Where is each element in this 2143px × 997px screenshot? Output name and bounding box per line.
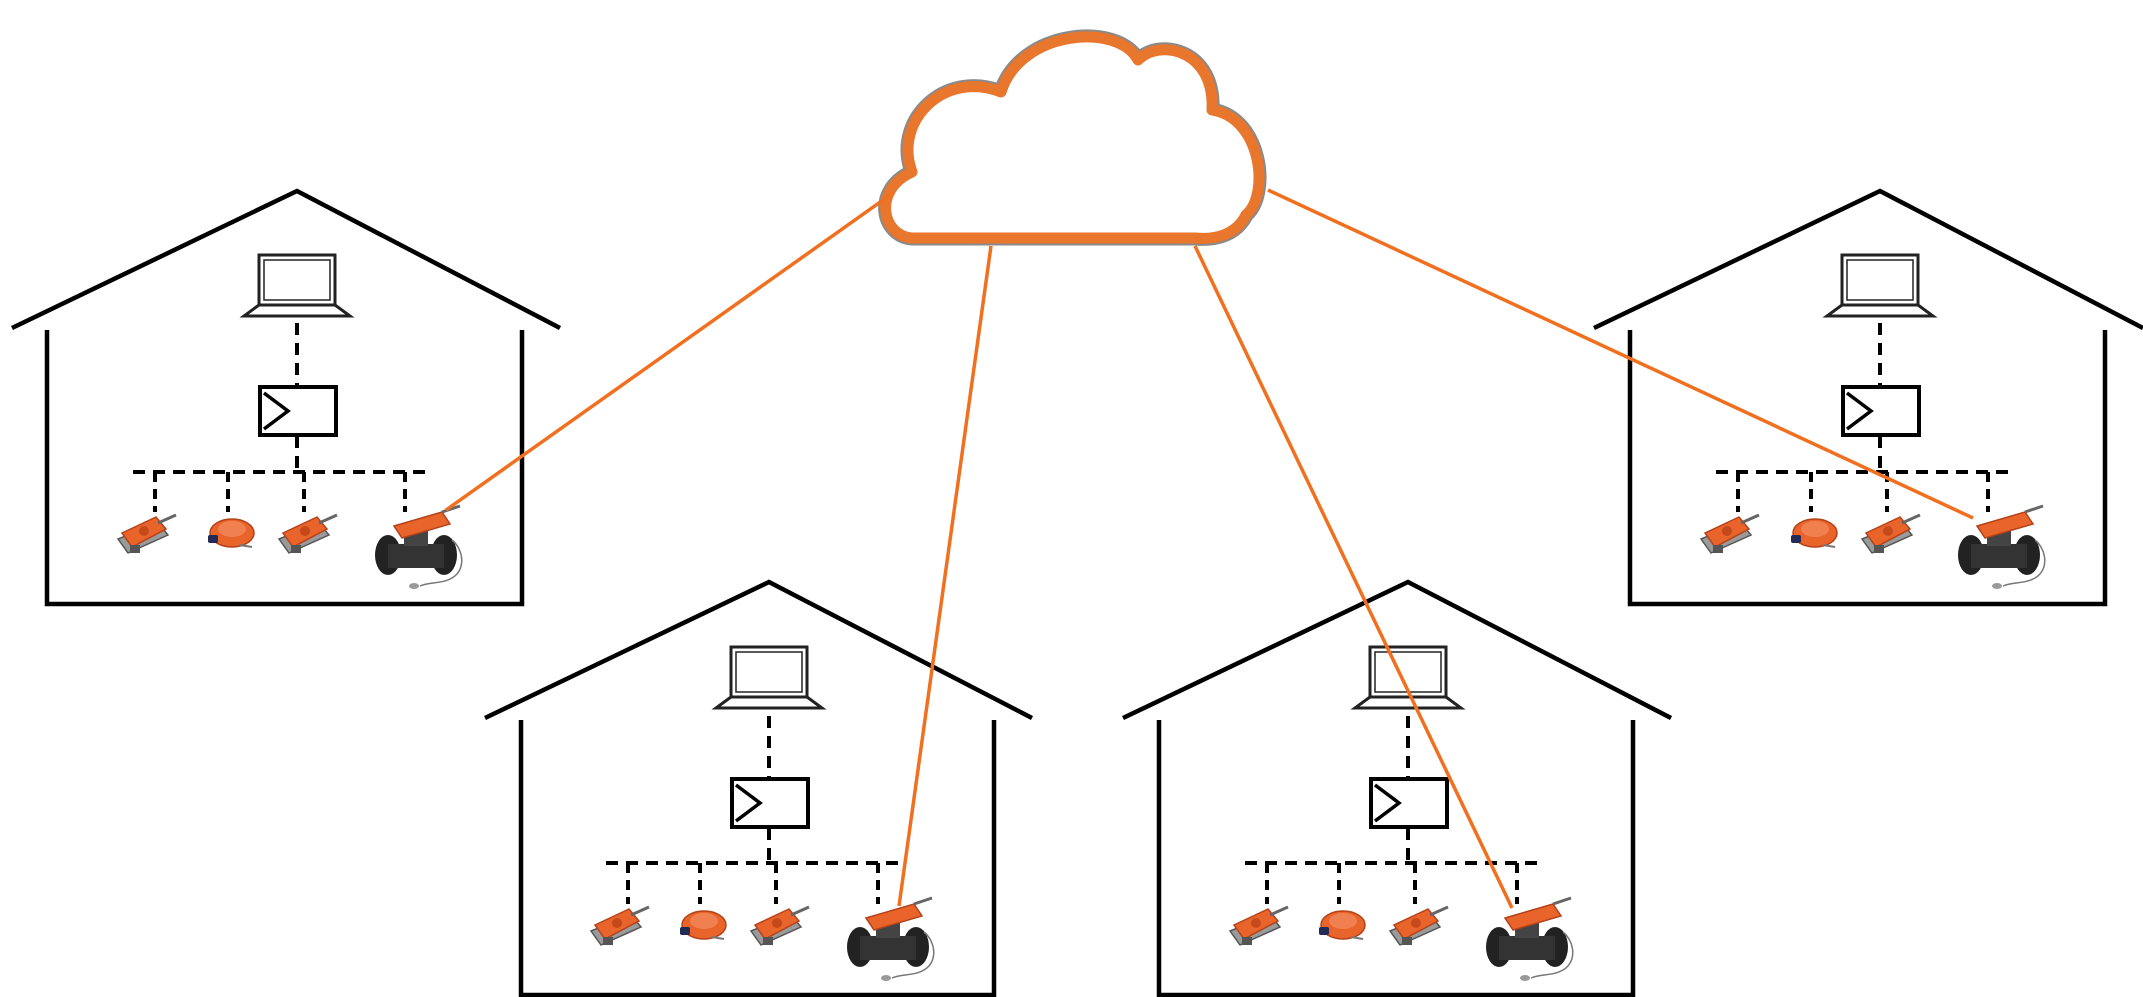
rotary-actuator-icon — [1790, 518, 1838, 548]
damper-actuator-icon — [1699, 513, 1761, 555]
gateway-icon — [730, 777, 810, 829]
rotary-actuator-icon — [1318, 910, 1366, 940]
house-roof — [1122, 579, 1673, 721]
damper-actuator-icon — [589, 905, 651, 947]
building — [11, 188, 562, 607]
house-walls — [1156, 720, 1636, 997]
laptop-icon — [714, 645, 824, 710]
rotary-actuator-icon — [679, 910, 727, 940]
laptop-icon — [242, 253, 352, 318]
cloud-connection-line — [1193, 245, 1514, 909]
cloud-connection-line — [444, 191, 895, 512]
damper-actuator-icon — [277, 513, 339, 555]
damper-actuator-icon — [1228, 905, 1290, 947]
cloud-connection-line — [897, 245, 993, 907]
damper-actuator-icon — [749, 905, 811, 947]
laptop-icon — [1353, 645, 1463, 710]
cloud-connection-line — [1267, 188, 1974, 520]
cloud — [878, 29, 1267, 246]
house-roof — [1593, 188, 2143, 331]
valve-actuator-icon — [1484, 896, 1575, 983]
house-roof — [484, 579, 1034, 721]
damper-actuator-icon — [116, 513, 178, 555]
building — [1593, 188, 2143, 607]
house-walls — [44, 330, 525, 607]
gateway-icon — [1369, 777, 1449, 829]
gateway-icon — [1841, 385, 1921, 437]
building — [484, 579, 1034, 997]
valve-actuator-icon — [373, 504, 464, 591]
laptop-icon — [1825, 253, 1935, 318]
damper-actuator-icon — [1860, 513, 1922, 555]
house-walls — [518, 720, 997, 997]
valve-actuator-icon — [845, 896, 936, 983]
building — [1122, 579, 1673, 997]
gateway-icon — [258, 385, 338, 437]
house-roof — [11, 188, 562, 331]
damper-actuator-icon — [1388, 905, 1450, 947]
cloud-connections — [444, 188, 1974, 909]
rotary-actuator-icon — [207, 518, 255, 548]
house-walls — [1627, 330, 2108, 607]
